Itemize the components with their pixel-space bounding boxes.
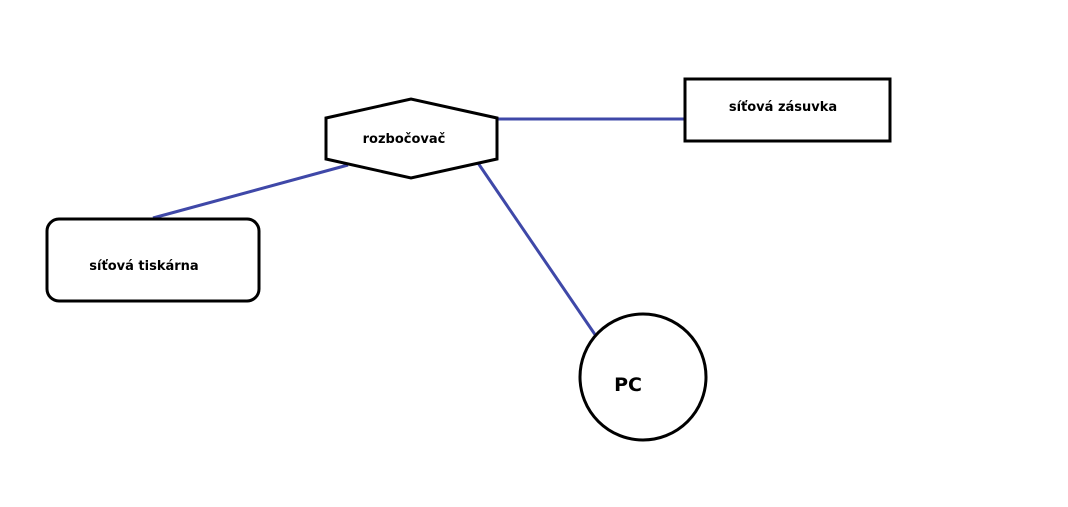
hub-node[interactable]: rozbočovač bbox=[324, 97, 499, 180]
wall-socket-label: síťová zásuvka bbox=[729, 100, 837, 115]
pc-node[interactable]: PC bbox=[578, 312, 708, 442]
wall-socket-node[interactable]: síťová zásuvka bbox=[683, 77, 892, 143]
wall-socket-rect-shape bbox=[683, 77, 892, 143]
printer-label: síťová tiskárna bbox=[89, 259, 198, 274]
hub-hexagon-shape bbox=[324, 97, 499, 180]
edge-hub-pc bbox=[476, 162, 598, 337]
hub-label: rozbočovač bbox=[363, 132, 446, 147]
edge-hub-printer bbox=[152, 163, 349, 220]
pc-label: PC bbox=[614, 374, 642, 396]
printer-rounded-rect-shape bbox=[45, 217, 261, 303]
pc-circle-shape bbox=[578, 312, 708, 442]
printer-node[interactable]: síťová tiskárna bbox=[45, 217, 261, 303]
